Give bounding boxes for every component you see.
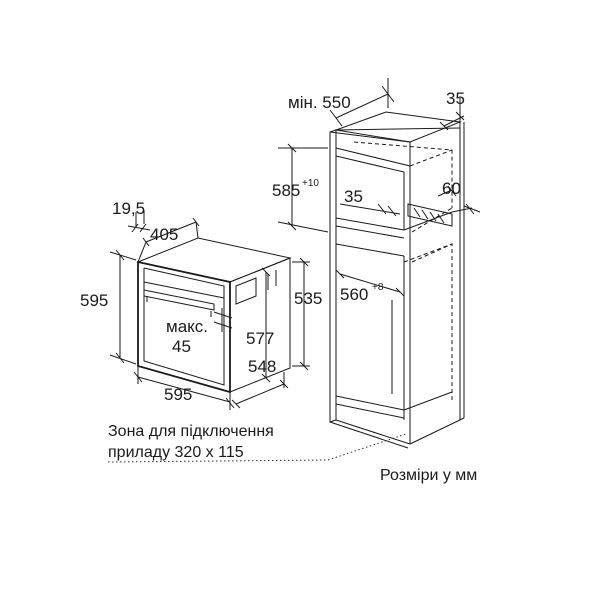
dim-60-label: 60: [442, 179, 461, 198]
dim-min-550-label: мін. 550: [288, 93, 351, 112]
oven-side: [229, 257, 291, 393]
dim-577: 577: [246, 267, 274, 383]
dim-35-inner: 35: [339, 187, 401, 217]
dim-585-label: 585: [272, 181, 300, 200]
dim-19-5: 19,5: [112, 199, 151, 233]
connection-zone-line1: Зона для підключення: [108, 423, 274, 440]
cabinet-top: [334, 111, 462, 143]
oven-top: [136, 237, 292, 283]
connection-zone-leader: [107, 433, 407, 463]
dim-max-45: макс. 45: [166, 308, 233, 356]
dim-35-top-label: 35: [446, 89, 465, 108]
dim-585: 585 +10: [272, 143, 329, 233]
cabinet-left-edge: [329, 129, 337, 423]
dim-min-550: мін. 550: [288, 78, 395, 127]
dim-595-height: 595: [80, 249, 137, 365]
connection-zone-line2: приладу 320 x 115: [108, 444, 244, 461]
max-value: 45: [172, 337, 191, 356]
dim-560-label: 560: [340, 285, 368, 304]
dim-35-inner-label: 35: [344, 187, 363, 206]
dim-560: 560 +8: [335, 269, 405, 394]
dim-577-label: 577: [246, 329, 274, 348]
dim-585-tolerance: +10: [302, 178, 319, 189]
units-note: Розміри у мм: [380, 467, 477, 484]
dim-405-label: 405: [150, 225, 178, 244]
dim-405: 405: [137, 217, 200, 263]
oven-handle: [143, 289, 215, 311]
ventilation-cutout: [407, 203, 453, 227]
dim-595-height-label: 595: [80, 291, 108, 310]
dim-60: 60: [437, 179, 481, 215]
dim-19-5-label: 19,5: [112, 199, 145, 218]
dim-595-width-label: 595: [164, 385, 192, 404]
oven-door-frame: [143, 267, 225, 386]
dim-535-label: 535: [294, 289, 322, 308]
oven-back-box: [235, 277, 257, 305]
dim-535: 535: [292, 257, 322, 371]
dim-548-label: 548: [248, 357, 276, 376]
cabinet-drawing: [329, 111, 465, 449]
dim-548: 548: [231, 357, 289, 409]
dim-560-tolerance: +8: [372, 282, 384, 293]
dim-35-top: 35: [439, 89, 465, 131]
max-label: макс.: [166, 317, 208, 336]
dim-595-width: 595: [133, 366, 235, 410]
